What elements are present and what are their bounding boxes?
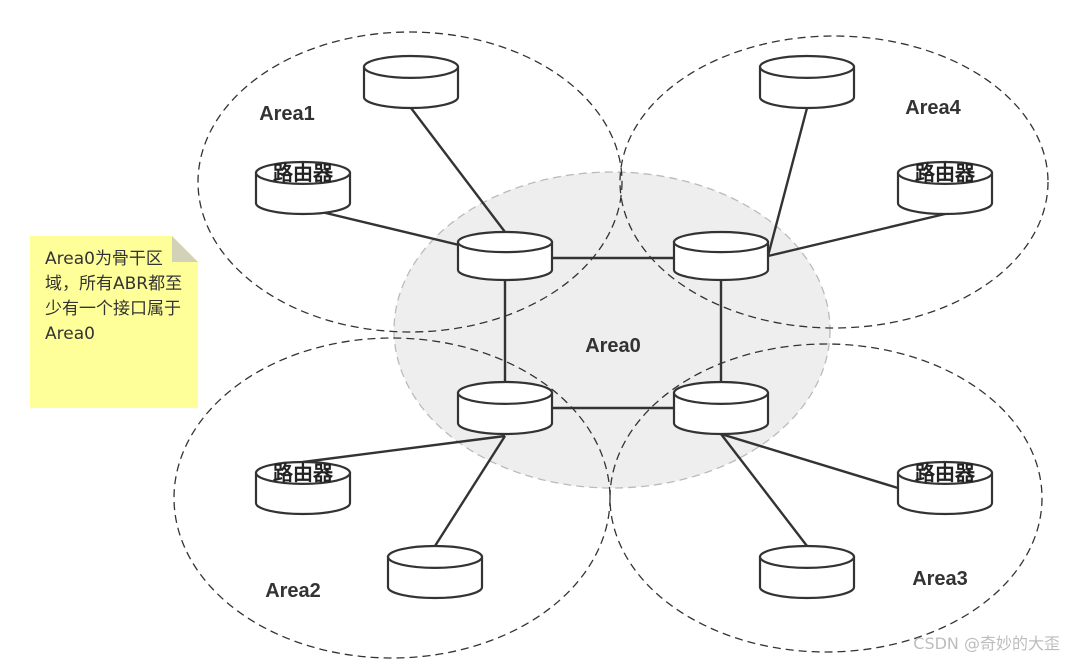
area3-label: Area3 xyxy=(912,568,968,590)
router-label-area2-router-left: 路由器 xyxy=(273,461,334,485)
router-label-area4-router-right: 路由器 xyxy=(915,161,976,185)
link-abr-bottom-right-to-area3-router-bottom xyxy=(720,433,808,547)
area2-label: Area2 xyxy=(265,580,321,602)
area3-boundary xyxy=(609,343,1043,653)
area0-label: Area0 xyxy=(585,335,641,357)
router-area4-router-right xyxy=(896,160,994,216)
area1-label: Area1 xyxy=(259,103,315,125)
router-area1-router-top xyxy=(362,54,460,110)
router-abr-bottom-left xyxy=(456,380,554,436)
router-abr-bottom-right xyxy=(672,380,770,436)
link-abr-bottom-right-to-area3-router-right xyxy=(720,432,899,490)
router-area4-router-top xyxy=(758,54,856,110)
router-abr-top-left xyxy=(456,230,554,282)
link-abr-top-left-to-area1-router-top xyxy=(410,107,506,233)
router-label-area3-router-right: 路由器 xyxy=(915,461,976,485)
router-abr-top-right xyxy=(672,230,770,282)
link-abr-bottom-left-to-area2-router-left xyxy=(302,434,506,464)
area4-boundary xyxy=(619,35,1049,329)
area1-boundary xyxy=(197,31,623,333)
router-area3-router-bottom xyxy=(758,544,856,600)
router-area2-router-bottom xyxy=(386,544,484,600)
note-text: Area0为骨干区域，所有ABR都至少有一个接口属于Area0 xyxy=(45,249,183,344)
link-abr-top-right-to-area4-router-top xyxy=(766,107,809,257)
note-box xyxy=(30,236,198,408)
link-abr-bottom-left-to-area2-router-bottom xyxy=(433,435,507,547)
area0-boundary xyxy=(393,171,831,489)
router-area3-router-right xyxy=(896,460,994,516)
area4-label: Area4 xyxy=(905,97,961,119)
router-area2-router-left xyxy=(254,460,352,516)
link-abr-top-right-to-area4-router-right xyxy=(767,212,946,258)
watermark: CSDN @奇妙的大歪 xyxy=(913,634,1060,653)
router-area1-router-left xyxy=(254,160,352,216)
router-label-area1-router-left: 路由器 xyxy=(273,161,334,185)
